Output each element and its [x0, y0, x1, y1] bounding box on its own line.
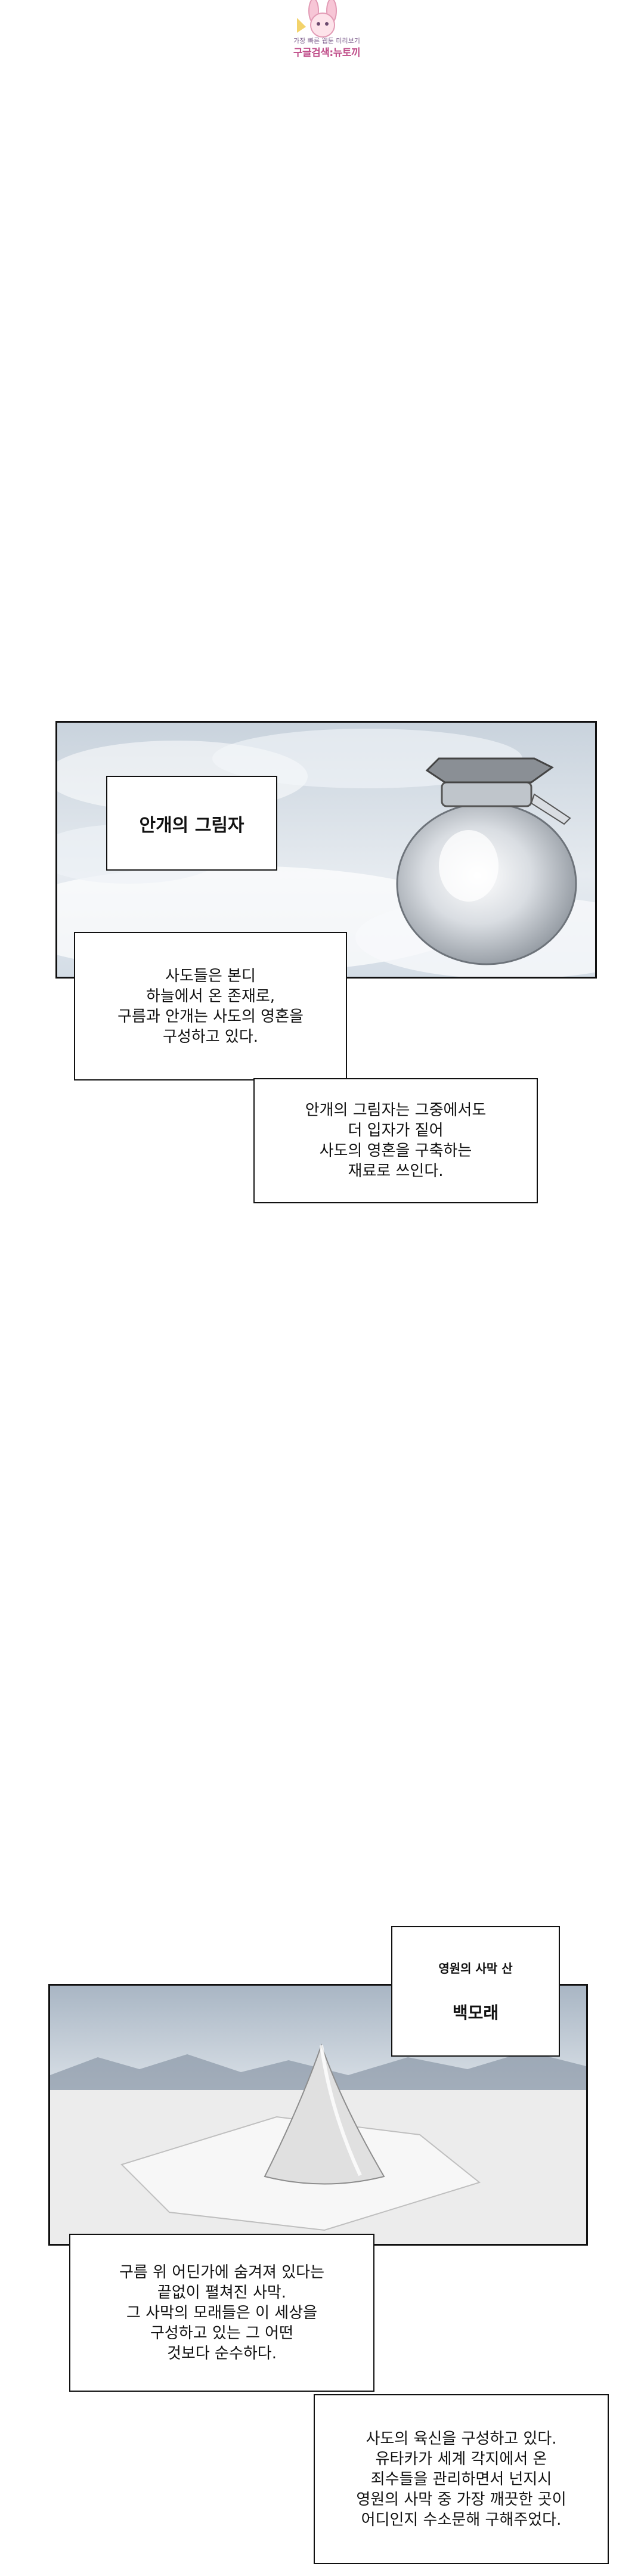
caption-line: 구름과 안개는 사도의 영혼을: [117, 1007, 304, 1026]
caption-line: 하늘에서 온 존재로,: [145, 987, 275, 1005]
location-title-box: 영원의 사막 산 백모래: [391, 1926, 560, 2057]
caption-line: 사도의 육신을 구성하고 있다.: [366, 2429, 557, 2448]
item-title: 안개의 그림자: [139, 815, 244, 836]
caption-line: 구성하고 있는 그 어떤: [150, 2324, 294, 2342]
caption-box-1: 사도들은 본디 하늘에서 온 존재로, 구름과 안개는 사도의 영혼을 구성하고…: [74, 932, 347, 1080]
caption-box-3: 구름 위 어딘가에 숨겨져 있다는 끝없이 펼쳐진 사막. 그 사막의 모래들은…: [69, 2234, 374, 2392]
caption-line: 유타카가 세계 각지에서 온: [375, 2450, 547, 2468]
caption-line: 어디인지 수소문해 구해주었다.: [361, 2510, 562, 2529]
desert-panel: [48, 1984, 588, 2246]
caption-line: 재료로 쓰인다.: [348, 1162, 444, 1180]
caption-line: 안개의 그림자는 그중에서도: [305, 1101, 487, 1119]
jar-icon: [396, 757, 577, 965]
caption-line: 구름 위 어딘가에 숨겨져 있다는: [119, 2263, 325, 2281]
location-title: 백모래: [452, 2003, 499, 2023]
caption-line: 더 입자가 짙어: [348, 1122, 444, 1140]
location-subtitle: 영원의 사막 산: [438, 1961, 513, 1976]
caption-line: 사도의 영혼을 구축하는: [319, 1142, 472, 1160]
watermark-line1: 가장 빠른 웹툰 미리보기: [293, 37, 360, 45]
caption-line: 사도들은 본디: [165, 967, 256, 985]
caption-line: 끝없이 펼쳐진 사막.: [157, 2283, 287, 2302]
caption-line: 죄수들을 관리하면서 넌지시: [370, 2470, 552, 2488]
caption-line: 영원의 사막 중 가장 깨끗한 곳이: [356, 2490, 566, 2509]
caption-box-4: 사도의 육신을 구성하고 있다. 유타카가 세계 각지에서 온 죄수들을 관리하…: [314, 2394, 609, 2564]
caption-line: 구성하고 있다.: [162, 1027, 259, 1046]
item-title-box: 안개의 그림자: [106, 776, 277, 871]
watermark-line2: 구글검색:뉴토끼: [293, 47, 361, 59]
desert-illustration: [50, 1986, 586, 2244]
caption-line: 그 사막의 모래들은 이 세상을: [126, 2303, 318, 2322]
caption-line: 것보다 순수하다.: [167, 2344, 277, 2363]
sand-pile-icon: [264, 2043, 385, 2185]
caption-box-2: 안개의 그림자는 그중에서도 더 입자가 짙어 사도의 영혼을 구축하는 재료로…: [253, 1078, 538, 1203]
bunny-logo-icon: [297, 0, 337, 38]
